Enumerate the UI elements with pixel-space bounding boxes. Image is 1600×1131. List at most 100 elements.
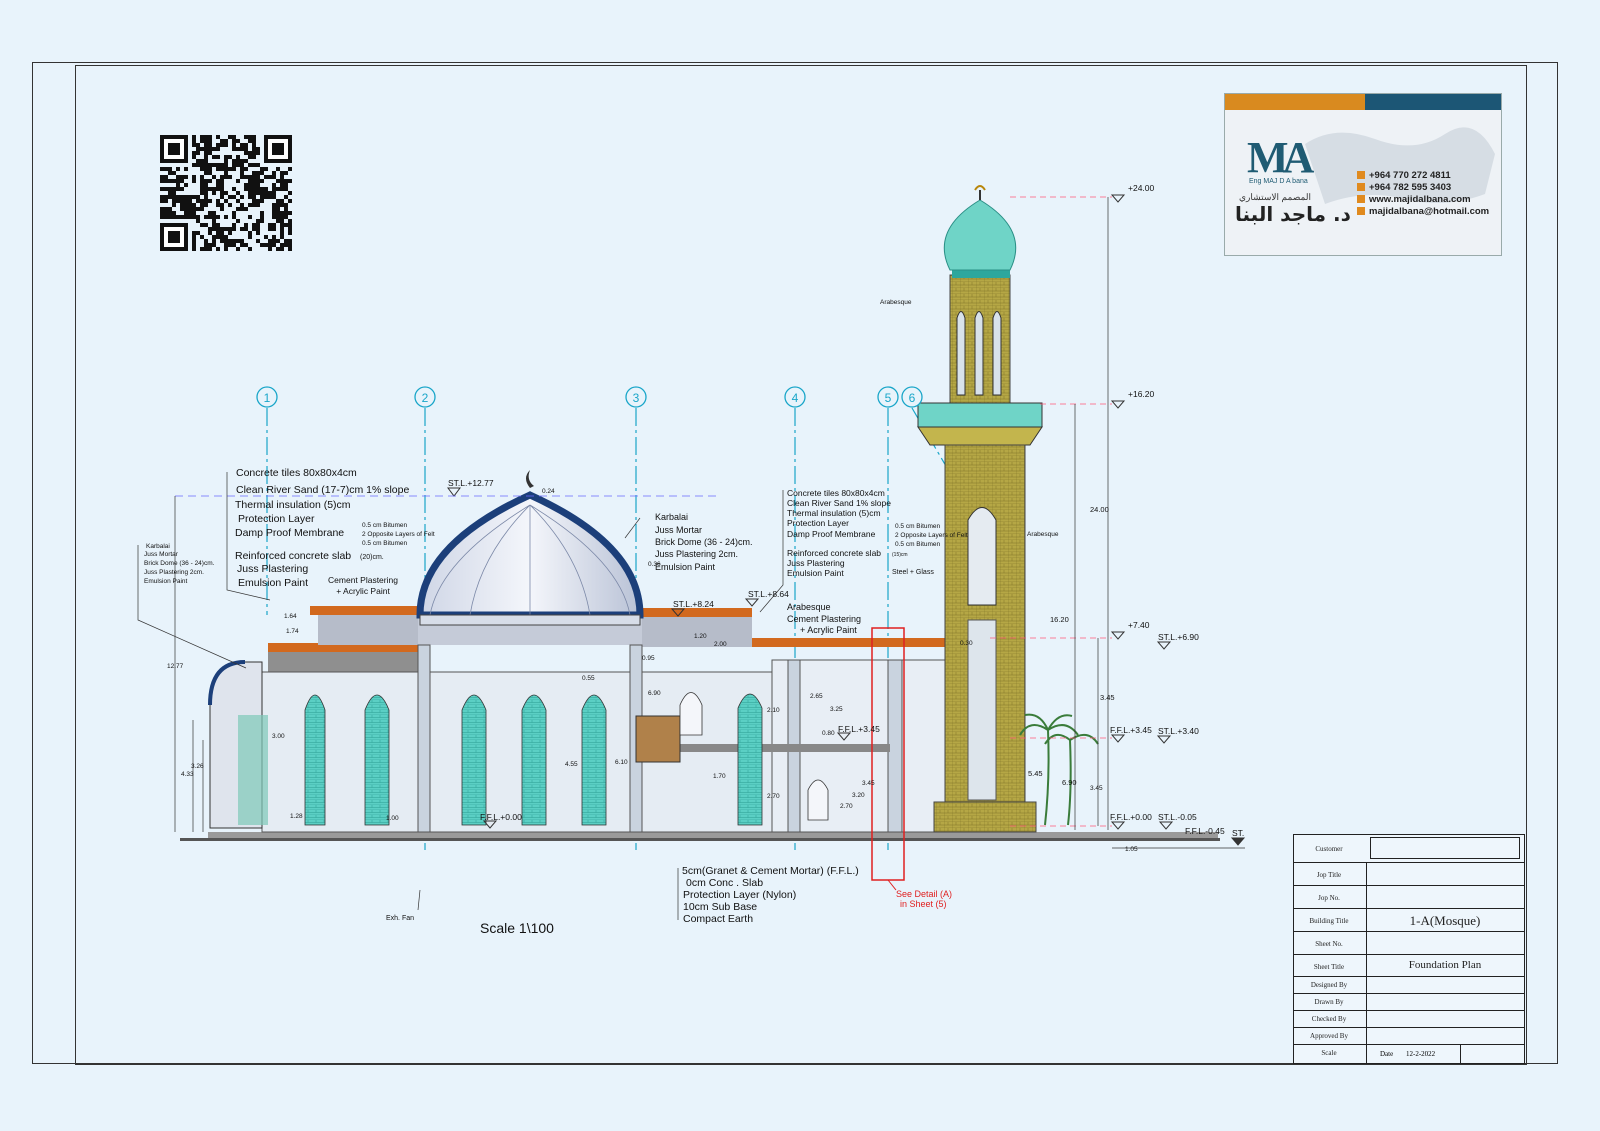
left-membrane-sub: 0.5 cm Bitumen 2 Opposite Layers of Felt… [362, 522, 435, 547]
left-roof-layer-notes: Concrete tiles 80x80x4cm Clean River San… [235, 467, 409, 589]
left-slab-suffix: (20)cm. [360, 554, 384, 561]
level-st-864: ST.L.+8.64 [748, 589, 789, 599]
cement-plaster-note: Cement Plastering + Acrylic Paint [328, 575, 398, 596]
dim-200: 2.00 [714, 641, 727, 648]
dim-030: 0.30 [960, 640, 973, 647]
right-layer-4: Protection Layer [787, 518, 849, 528]
floor-layer-1: 5cm(Granet & Cement Mortar) (F.F.L.) [682, 865, 859, 877]
arched-windows [304, 692, 829, 826]
left-membrane-sub-1: 0.5 cm Bitumen [362, 522, 408, 529]
level-st-end: ST. [1232, 828, 1244, 838]
grid-bubbles [256, 386, 923, 408]
card-email: majidalbana@hotmail.com [1357, 206, 1489, 217]
dim-610: 6.10 [615, 759, 628, 766]
left-layer-5: Damp Proof Membrane [235, 527, 344, 539]
small-dome-layer-1: Karbalai [146, 543, 170, 550]
grid-label-2: 2 [422, 391, 429, 405]
right-layer-1: Concrete tiles 80x80x4cm [787, 488, 885, 498]
floor-layer-5: Compact Earth [683, 913, 753, 925]
small-dome [208, 660, 268, 829]
tb-row-checked-by: Checked By [1294, 1011, 1524, 1028]
tb-approved-by-label: Approved By [1310, 1032, 1348, 1040]
card-orange-bar [1225, 94, 1365, 110]
tb-drawn-by-label: Drawn By [1314, 998, 1344, 1006]
sheet-outer-frame [32, 62, 1558, 1064]
tb-row-job-title: Jop Title [1294, 863, 1524, 886]
exh-fan-label: Exh. Fan [386, 915, 414, 922]
dome-layer-3: Brick Dome (36 - 24)cm. [655, 537, 753, 547]
card-website: www.majidalbana.com [1357, 194, 1471, 205]
tb-row-job-no: Jop No. [1294, 886, 1524, 909]
dim-270b: 2.70 [840, 803, 853, 810]
level-st-340: ST.L.+3.40 [1158, 726, 1199, 736]
small-dome-layer-2: Juss Mortar [144, 551, 179, 558]
palm-trees [1019, 713, 1099, 826]
dim-345: 3.45 [1100, 693, 1115, 702]
grid-bubble-6 [901, 386, 923, 408]
level-st-005: ST.L.-0.05 [1158, 812, 1197, 822]
dim-055: 0.55 [582, 675, 595, 682]
tb-date-label: Date [1380, 1050, 1394, 1058]
right-layer-6: Reinforced concrete slab [787, 548, 881, 558]
dim-455: 4.55 [565, 761, 578, 768]
grid-bubble-2 [414, 386, 436, 408]
card-logo: MA [1247, 133, 1314, 182]
tb-customer-value [1370, 837, 1520, 859]
tb-sheet-title-value: Foundation Plan [1408, 959, 1482, 971]
grid-bubble-5 [877, 386, 899, 408]
grid-label-5: 5 [885, 391, 892, 405]
dim-270: 2.70 [767, 793, 780, 800]
dim-690: 6.90 [1062, 778, 1077, 787]
small-dome-layer-3: Brick Dome (36 - 24)cm. [144, 560, 215, 567]
level-ffl-000: F.F.L.+0.00 [480, 812, 522, 822]
dim-120: 1.20 [694, 633, 707, 640]
grid-label-1: 1 [264, 391, 271, 405]
left-layer-3: Thermal insulation (5)cm [235, 499, 351, 511]
grid-bubble-3 [625, 386, 647, 408]
tb-sheet-title-label: Sheet Title [1313, 963, 1345, 971]
tb-row-designed-by: Designed By [1294, 977, 1524, 994]
right-layer-8: Emulsion Paint [787, 568, 844, 578]
level-ffl-000-right: F.F.L.+0.00 [1110, 812, 1152, 822]
dim-080: 0.80 [822, 730, 835, 737]
floor-layer-notes: 5cm(Granet & Cement Mortar) (F.F.L.) 0cm… [682, 865, 859, 925]
tb-job-no-label: Jop No. [1318, 894, 1340, 902]
designer-business-card: MA Eng MAJ D A bana المصمم الاستشاري د. … [1224, 93, 1502, 256]
steel-glass-label: Steel + Glass [892, 569, 934, 576]
left-layer-6: Reinforced concrete slab [235, 550, 351, 562]
see-detail-line-2: in Sheet (5) [900, 899, 947, 909]
level-st-690: ST.L.+6.90 [1158, 632, 1199, 642]
layer-leaders [137, 472, 784, 920]
level-labels: ST.L.+12.77 ST.L.+8.24 ST.L.+8.64 +24.00… [448, 183, 1244, 838]
main-dome [416, 470, 644, 626]
arabesque-cement-line-2: Cement Plastering [787, 614, 861, 624]
dome-layer-notes: Karbalai Juss Mortar Brick Dome (36 - 24… [655, 512, 753, 572]
level-top-2400: +24.00 [1128, 183, 1155, 193]
card-arabic-title: المصمم الاستشاري [1239, 192, 1311, 202]
floor-layer-2: 0cm Conc . Slab [686, 877, 763, 889]
title-block: Customer Jop Title Jop No. Building Titl… [1293, 834, 1525, 1064]
arabesque-cement-note: Arabesque Cement Plastering + Acrylic Pa… [787, 602, 861, 635]
card-phone-2: +964 782 595 3403 [1357, 182, 1451, 193]
right-slab-suffix: (15)cm [892, 552, 908, 558]
tb-checked-by-label: Checked By [1311, 1015, 1347, 1023]
dim-1620: 16.20 [1050, 615, 1069, 624]
tb-row-sheet-title: Sheet Title Foundation Plan [1294, 955, 1524, 977]
arabesque-right-label: Arabesque [1027, 531, 1059, 538]
left-layer-1: Concrete tiles 80x80x4cm [236, 467, 357, 479]
left-layer-4: Protection Layer [238, 513, 315, 525]
dome-layer-2: Juss Mortar [655, 525, 702, 535]
level-markers [447, 194, 1246, 846]
grid-bubble-4 [784, 386, 806, 408]
right-membrane-sub-1: 0.5 cm Bitumen [895, 523, 941, 530]
floor-layer-4: 10cm Sub Base [683, 901, 757, 913]
left-layer-8: Emulsion Paint [238, 577, 308, 589]
tb-building-title-label: Building Title [1309, 917, 1349, 925]
tb-scale-label: Scale [1321, 1049, 1337, 1057]
level-st-1277: ST.L.+12.77 [448, 478, 494, 488]
left-layer-2: Clean River Sand (17-7)cm 1% slope [236, 484, 409, 496]
left-membrane-sub-3: 0.5 cm Bitumen [362, 540, 408, 547]
right-membrane-sub-3: 0.5 cm Bitumen [895, 541, 941, 548]
dome-layer-4: Juss Plastering 2cm. [655, 549, 738, 559]
tb-row-building-title: Building Title 1-A(Mosque) [1294, 909, 1524, 932]
